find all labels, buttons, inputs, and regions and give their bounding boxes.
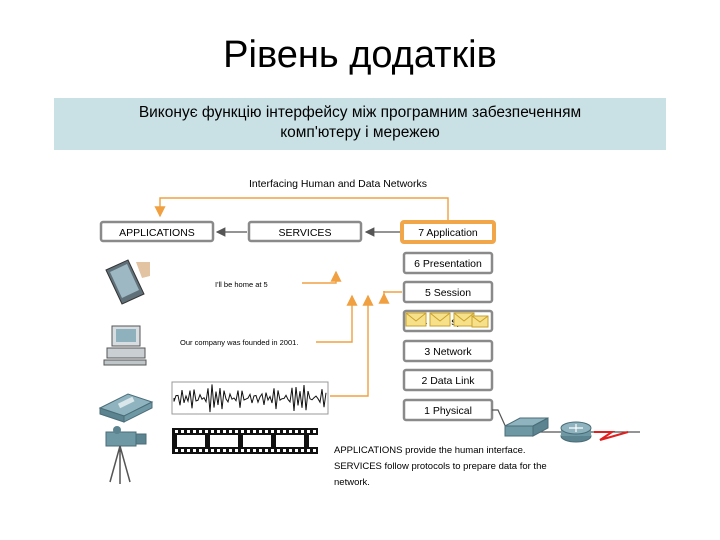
pda-icon <box>105 259 150 305</box>
subtitle-line-2: комп'ютеру і мережею <box>280 124 440 141</box>
layer-2-box[interactable] <box>402 368 494 392</box>
layer-5-box[interactable] <box>402 280 494 304</box>
layer-5-label: 5 Session <box>425 287 471 299</box>
feed-msg1 <box>302 270 342 284</box>
switch-icon <box>504 417 549 437</box>
layer-6-box[interactable] <box>402 251 494 275</box>
layer-2-label: 2 Data Link <box>421 375 475 387</box>
router-icon <box>560 421 592 443</box>
slide-title: Рівень додатків <box>223 34 497 76</box>
layer-6-label: 6 Presentation <box>414 258 482 270</box>
caption-line-3: network. <box>334 477 370 488</box>
video-camera-icon <box>105 426 147 484</box>
caption-line-1: APPLICATIONS provide the human interface… <box>334 445 526 456</box>
film-strip-icon <box>172 428 337 454</box>
layer-7-label: 7 Application <box>418 227 478 239</box>
audio-waveform-icon <box>171 381 329 415</box>
session-feed-line <box>383 291 402 293</box>
telephone-icon <box>98 393 154 423</box>
wan-link-icon <box>594 431 629 441</box>
services-box <box>247 220 363 243</box>
applications-box <box>99 220 215 243</box>
feed-audio <box>330 392 369 397</box>
layer-7-box[interactable] <box>400 220 496 244</box>
computer-icon <box>103 325 147 366</box>
top-return-line <box>154 197 449 220</box>
feed-msg2 <box>316 294 358 343</box>
envelope-icon <box>405 312 489 328</box>
subtitle-box: Виконує функцію інтерфейсу між програмни… <box>54 98 666 150</box>
layer-3-box[interactable] <box>402 339 494 363</box>
layer-3-label: 3 Network <box>424 346 472 358</box>
message-2: Our company was founded in 2001. <box>180 338 298 347</box>
subtitle-line-1: Виконує функцію інтерфейсу між програмни… <box>138 104 582 121</box>
message-1: I'll be home at 5 <box>215 280 268 289</box>
services-label: SERVICES <box>279 227 332 239</box>
applications-label: APPLICATIONS <box>119 227 195 239</box>
caption-line-2: SERVICES follow protocols to prepare dat… <box>334 461 547 472</box>
layer-1-label: 1 Physical <box>424 405 472 417</box>
diagram-heading: Interfacing Human and Data Networks <box>249 178 427 190</box>
